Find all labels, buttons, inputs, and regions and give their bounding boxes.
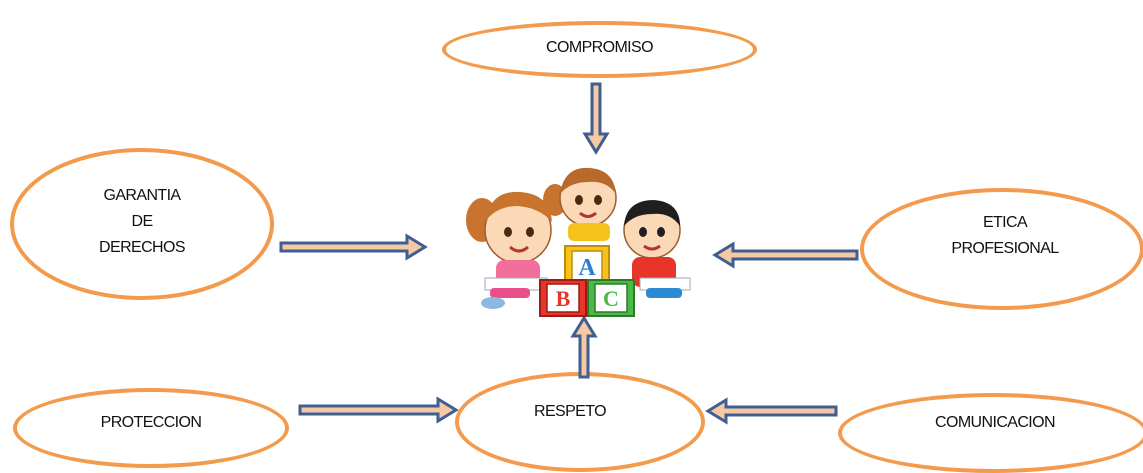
node-garantia-line-3: DERECHOS bbox=[99, 239, 185, 256]
node-compromiso-label: COMPROMISO bbox=[442, 35, 757, 61]
boy-right-icon bbox=[623, 200, 691, 298]
node-garantia-label: GARANTIA DE DERECHOS bbox=[72, 183, 212, 261]
node-comunicacion-label: COMUNICACION bbox=[895, 410, 1095, 436]
node-etica-oval bbox=[860, 188, 1143, 310]
node-etica-line-2: PROFESIONAL bbox=[951, 240, 1059, 257]
node-respeto-label: RESPETO bbox=[500, 399, 640, 425]
children-abc-blocks-icon: A B C bbox=[466, 167, 691, 317]
node-etica-line-1: ETICA bbox=[982, 214, 1028, 231]
node-proteccion-line-1: PROTECCION bbox=[100, 414, 202, 431]
svg-text:C: C bbox=[603, 286, 619, 311]
svg-text:A: A bbox=[578, 255, 596, 281]
arrow-respeto-to-center bbox=[570, 315, 598, 379]
node-garantia-line-1: GARANTIA bbox=[103, 187, 182, 204]
arrow-proteccion-to-respeto bbox=[298, 396, 459, 424]
concept-diagram: COMPROMISO GARANTIA DE DERECHOS ETICA PR… bbox=[10, 21, 1143, 473]
node-garantia-line-2: DE bbox=[131, 213, 153, 230]
node-compromiso-line-1: COMPROMISO bbox=[546, 39, 654, 56]
block-c-icon: C bbox=[587, 279, 635, 317]
node-etica-label: ETICA PROFESIONAL bbox=[930, 210, 1080, 262]
node-respeto-line-1: RESPETO bbox=[534, 403, 607, 420]
arrow-compromiso-to-center bbox=[582, 82, 610, 155]
arrow-comunicacion-to-respeto bbox=[705, 397, 838, 425]
node-garantia-oval bbox=[10, 148, 274, 300]
svg-text:B: B bbox=[556, 286, 571, 311]
node-compromiso-oval bbox=[442, 21, 757, 78]
arrow-garantia-to-center bbox=[279, 233, 428, 261]
boy-center-icon bbox=[559, 167, 617, 241]
arrows-layer bbox=[279, 82, 859, 425]
block-b-icon: B bbox=[539, 279, 587, 317]
arrow-etica-to-center bbox=[712, 241, 859, 269]
node-proteccion-label: PROTECCION bbox=[70, 410, 232, 436]
girl-icon bbox=[466, 184, 567, 309]
node-comunicacion-line-1: COMUNICACION bbox=[935, 414, 1056, 431]
